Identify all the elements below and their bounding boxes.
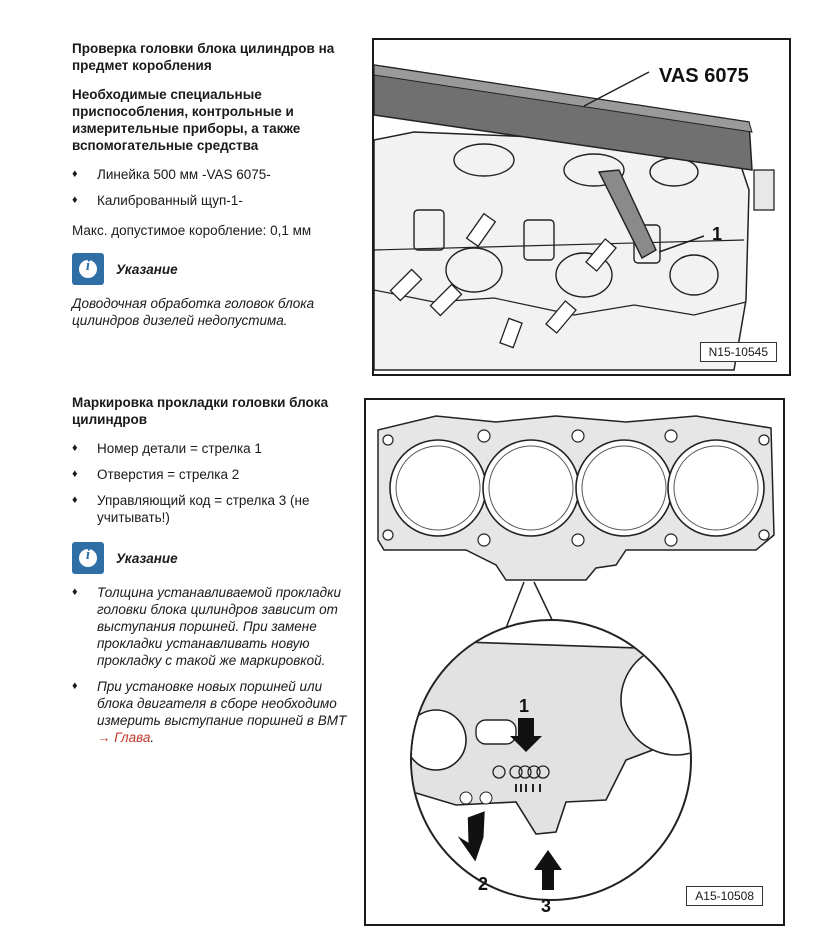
figure-code: A15-10508 — [686, 886, 763, 906]
bullet-icon: ♦ — [72, 680, 78, 692]
max-warp-text: Макс. допустимое коробление: 0,1 мм — [72, 223, 312, 238]
bullet-icon: ♦ — [72, 168, 78, 180]
bullet-icon: ♦ — [72, 468, 78, 480]
bullet-icon: ♦ — [72, 442, 78, 454]
section-title: Маркировка прокладки головки блока цилин… — [72, 395, 329, 427]
gasket-illustration: 1 2 3 — [377, 415, 775, 916]
bullet-icon: ♦ — [72, 494, 78, 506]
arrow-3-label: 3 — [541, 896, 551, 916]
cylinder-head-illustration: VAS 6075 1 — [374, 64, 775, 371]
list-item-text: Калиброванный щуп-1- — [97, 193, 243, 208]
list-item: ♦ Отверстия = стрелка 2 — [72, 466, 362, 483]
list-item: ♦ Калиброванный щуп-1- — [72, 192, 362, 209]
arrow-1-label: 1 — [519, 696, 529, 716]
note-header: Указание — [72, 253, 362, 285]
arrow-2-label: 2 — [478, 874, 488, 894]
tool-label: VAS 6075 — [659, 65, 749, 87]
note-item-text: При установке новых поршней или блока дв… — [97, 679, 347, 745]
arrow-3-icon — [534, 850, 562, 890]
callout-1: 1 — [712, 224, 722, 244]
section-gasket-marking: Маркировка прокладки головки блока цилин… — [72, 394, 362, 755]
list-item-text: Управляющий код = стрелка 3 (не учитыват… — [97, 493, 310, 525]
arrow-1-icon — [510, 718, 542, 752]
list-item-text: Линейка 500 мм -VAS 6075- — [97, 167, 271, 182]
figure-gasket: 1 2 3 A15-10508 — [364, 398, 785, 926]
bullet-icon: ♦ — [72, 586, 78, 598]
section-title: Проверка головки блока цилиндров на пред… — [72, 41, 335, 73]
bullet-icon: ♦ — [72, 194, 78, 206]
tools-heading: Необходимые специальные приспособления, … — [72, 87, 301, 153]
arrow-2-icon — [457, 811, 485, 862]
note-item: ♦ При установке новых поршней или блока … — [72, 678, 362, 746]
list-item-text: Отверстия = стрелка 2 — [97, 467, 240, 482]
section-warp-check: Проверка головки блока цилиндров на пред… — [72, 40, 362, 329]
note-item: ♦ Толщина устанавливаемой прокладки голо… — [72, 584, 362, 669]
chapter-link[interactable]: → Глава — [97, 730, 151, 745]
info-icon — [72, 542, 104, 574]
note-header: Указание — [72, 542, 362, 574]
note-label: Указание — [116, 550, 178, 566]
note-text: Доводочная обработка головок блока цилин… — [72, 296, 315, 328]
list-item: ♦ Линейка 500 мм -VAS 6075- — [72, 166, 362, 183]
note-label: Указание — [116, 261, 178, 277]
info-icon — [72, 253, 104, 285]
figure-straightedge: VAS 6075 1 N15-10545 — [372, 38, 791, 376]
note-item-text: Толщина устанавливаемой прокладки головк… — [97, 585, 341, 668]
list-item: ♦ Управляющий код = стрелка 3 (не учитыв… — [72, 492, 362, 526]
list-item: ♦ Номер детали = стрелка 1 — [72, 440, 362, 457]
figure-code: N15-10545 — [699, 342, 777, 362]
list-item-text: Номер детали = стрелка 1 — [97, 441, 262, 456]
